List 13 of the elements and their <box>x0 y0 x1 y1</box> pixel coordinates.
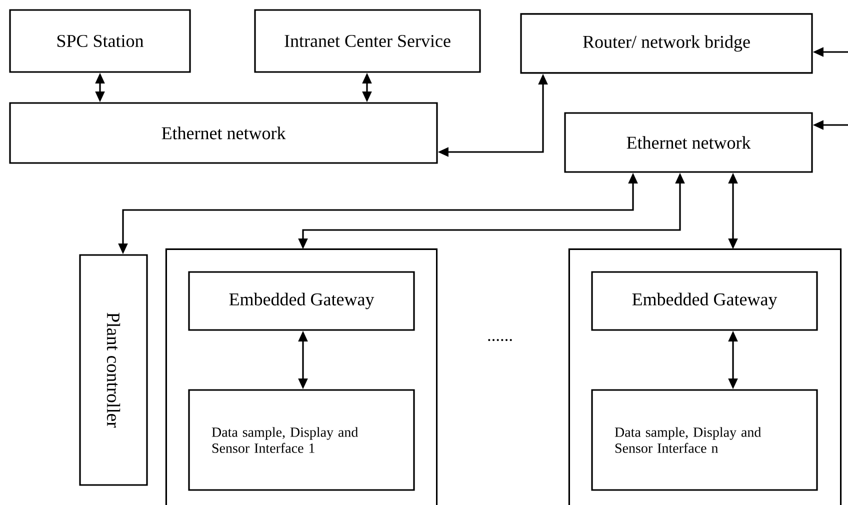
interface-box: Data sample, Display and Sensor Interface n <box>591 389 818 491</box>
gateway-box: Embedded Gateway <box>591 271 818 331</box>
process-box: Intranet Center Service <box>254 9 481 73</box>
interface-box: Data sample, Display and Sensor Interface 1 <box>188 389 415 491</box>
process-box: Ethernet network <box>564 112 813 173</box>
process-box: Router/ network bridge <box>520 13 813 74</box>
controller-box: Plant controller <box>79 254 148 486</box>
gateway-box: Embedded Gateway <box>188 271 415 331</box>
process-box: Ethernet network <box>9 102 438 164</box>
group-box <box>165 248 438 505</box>
process-box: SPC Station <box>9 9 191 73</box>
ellipsis-label: ...... <box>488 338 512 342</box>
group-box <box>568 248 842 505</box>
